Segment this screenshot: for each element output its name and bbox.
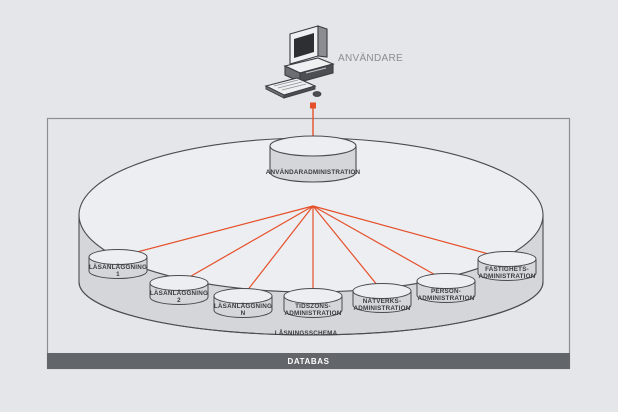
connector-natverks-administration <box>312 205 383 292</box>
admin-node-label: ANVÄNDARADMINISTRATION <box>266 168 361 176</box>
module-person-administration: PERSON-ADMINISTRATION <box>416 273 476 303</box>
admin-node: ANVÄNDARADMINISTRATION <box>266 135 361 183</box>
connector-person-administration <box>312 205 447 282</box>
module-label-lasanlaggning-n-1: LÄSANLÄGGNING <box>214 302 272 310</box>
module-label-fastighets-administration-2: ADMINISTRATION <box>479 273 536 280</box>
module-label-lasanlaggning-n-2: N <box>241 310 246 317</box>
module-natverks-administration: NÄTVERKS-ADMINISTRATION <box>352 283 412 313</box>
database-label: DATABAS <box>287 357 329 366</box>
computer-icon <box>264 25 335 99</box>
user-label: ANVÄNDARE <box>338 52 403 64</box>
module-label-lasanlaggning-2-1: LÄSANLÄGGNING <box>150 289 208 297</box>
module-label-lasanlaggning-2-2: 2 <box>177 297 181 304</box>
platform-disk: LÅSNINGSSCHEMA <box>78 137 544 337</box>
module-label-person-administration-1: PERSON- <box>431 288 461 295</box>
module-label-natverks-administration-1: NÄTVERKS- <box>363 297 402 305</box>
connector-lasanlaggning-2 <box>178 205 314 284</box>
connector-port <box>310 102 316 109</box>
connector-lasanlaggning-n <box>242 205 314 297</box>
module-label-tidszons-administration-2: ADMINISTRATION <box>285 310 342 317</box>
module-fastighets-administration: FASTIGHETS-ADMINISTRATION <box>477 251 537 281</box>
module-nodes: LÄSANLÄGGNING1LÄSANLÄGGNING2LÄSANLÄGGNIN… <box>88 249 537 318</box>
module-label-lasanlaggning-1-1: LÄSANLÄGGNING <box>89 263 147 271</box>
module-label-natverks-administration-2: ADMINISTRATION <box>354 305 411 312</box>
module-label-person-administration-2: ADMINISTRATION <box>418 295 475 302</box>
module-label-lasanlaggning-1-2: 1 <box>116 271 120 278</box>
module-tidszons-administration: TIDSZONS-ADMINISTRATION <box>283 288 343 318</box>
connector-fastighets-administration <box>312 205 508 260</box>
module-label-tidszons-administration-1: TIDSZONS- <box>295 303 331 310</box>
connector-lasanlaggning-1 <box>117 205 314 258</box>
platform-label: LÅSNINGSSCHEMA <box>275 328 338 337</box>
database-bar <box>47 353 570 369</box>
module-label-fastighets-administration-1: FASTIGHETS- <box>485 266 529 273</box>
connector-lines <box>117 205 508 297</box>
